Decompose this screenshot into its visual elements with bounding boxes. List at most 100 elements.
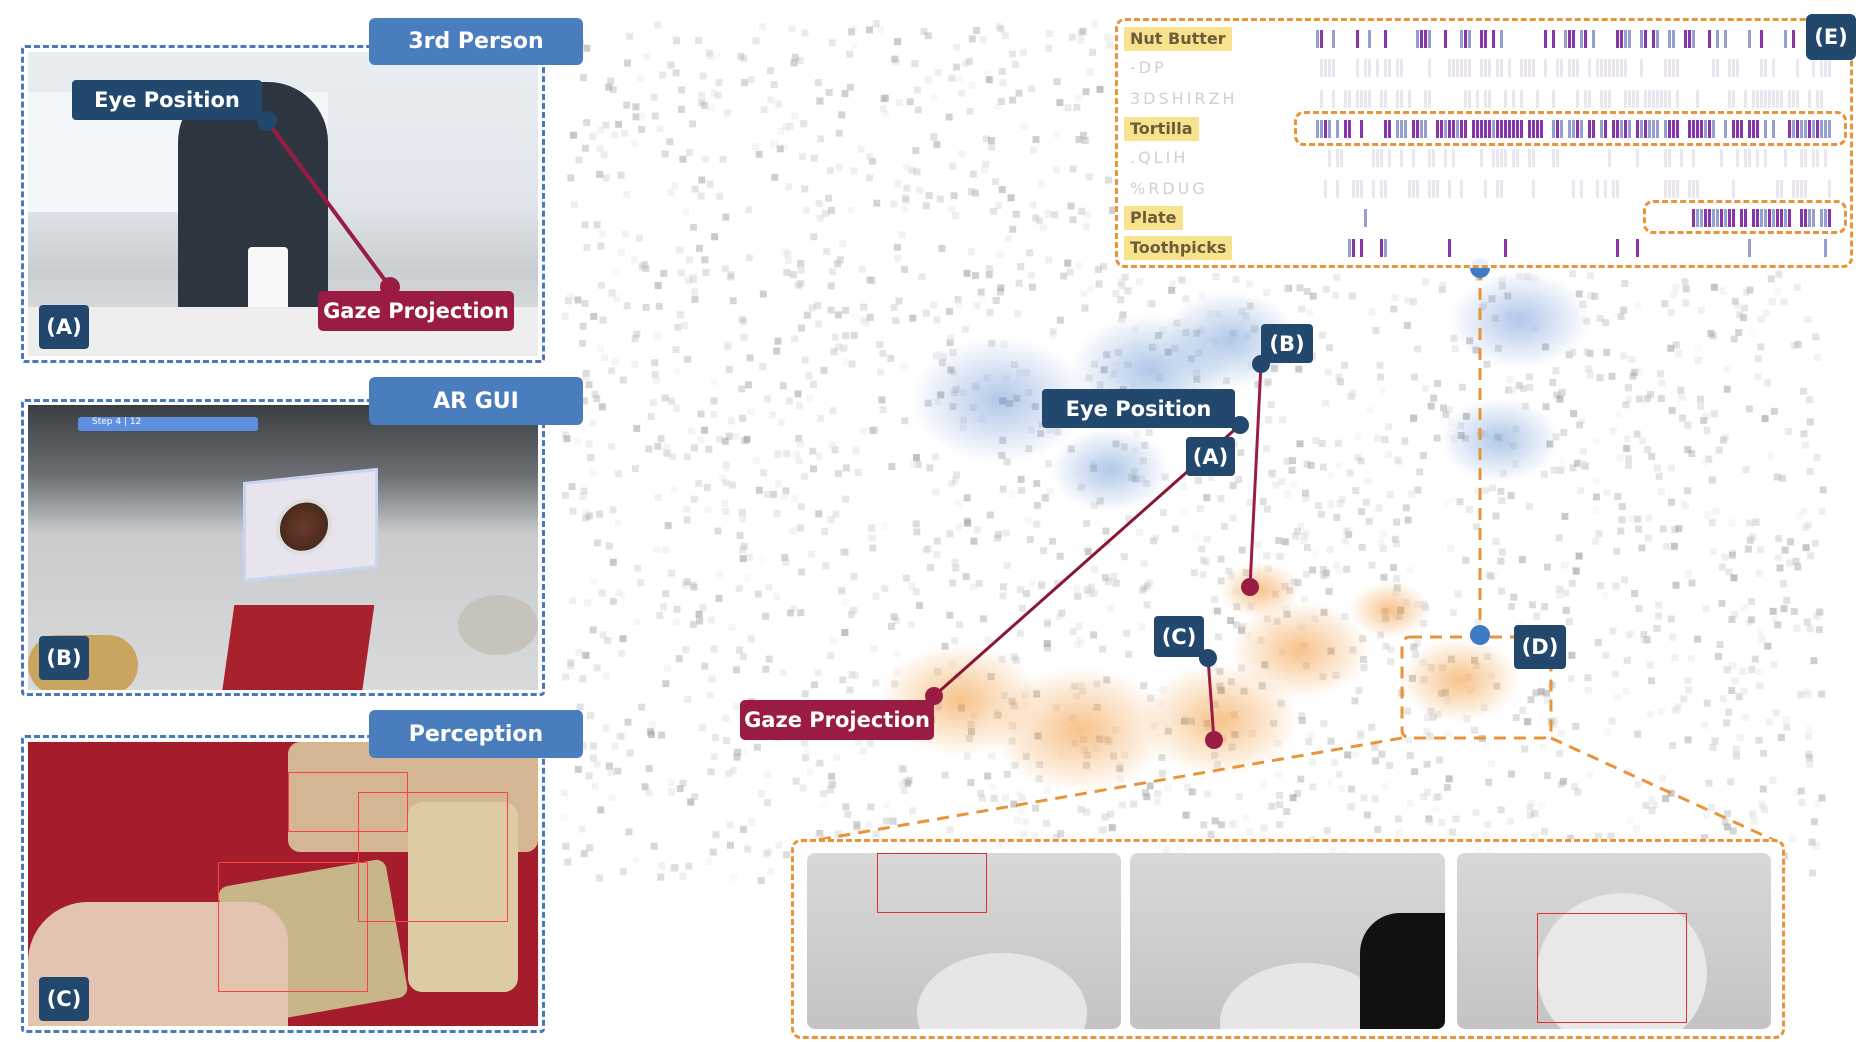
cloud-point	[922, 546, 930, 554]
cloud-point	[1192, 533, 1200, 541]
cloud-point	[1289, 481, 1297, 489]
cloud-point	[1798, 799, 1806, 807]
cloud-point	[820, 790, 828, 798]
cloud-point	[1647, 390, 1655, 398]
cloud-point	[797, 440, 805, 448]
cloud-point	[1615, 410, 1623, 418]
timeline-bar	[1800, 209, 1803, 227]
cloud-point	[1816, 608, 1824, 616]
timeline-bar	[1360, 180, 1363, 198]
cloud-point	[585, 772, 593, 780]
cloud-point	[1159, 508, 1167, 516]
cloud-point	[1178, 276, 1186, 284]
cloud-point	[1125, 650, 1133, 658]
timeline-bar	[1716, 30, 1719, 48]
cloud-point	[1099, 645, 1107, 653]
cloud-point	[1792, 789, 1800, 797]
cloud-point	[1512, 714, 1520, 722]
timeline-bar	[1412, 120, 1415, 138]
cloud-point	[1755, 736, 1763, 744]
cloud-point	[898, 780, 906, 788]
timeline-bar	[1676, 90, 1679, 108]
timeline-bar	[1676, 59, 1679, 77]
cloud-point	[1033, 501, 1041, 509]
cloud-point	[626, 749, 634, 757]
cloud-point	[782, 123, 790, 131]
cloud-point	[579, 675, 587, 683]
cloud-point	[684, 355, 692, 363]
cloud-point	[1009, 225, 1017, 233]
cloud-point	[1768, 297, 1776, 305]
timeline-bar	[1708, 120, 1711, 138]
cloud-point	[1275, 537, 1283, 545]
cloud-point	[611, 131, 619, 139]
cloud-point	[715, 435, 723, 443]
cloud-point	[744, 845, 752, 853]
cloud-point	[599, 230, 607, 238]
cloud-point	[1764, 642, 1772, 650]
timeline-badge: (E)	[1806, 14, 1856, 60]
cloud-point	[1358, 543, 1366, 551]
cloud-point	[784, 250, 792, 258]
cloud-point	[977, 288, 985, 296]
cloud-point	[956, 621, 964, 629]
cloud-point	[1379, 386, 1387, 394]
cloud-point	[597, 126, 605, 134]
cloud-point	[1395, 459, 1403, 467]
timeline-bar	[1532, 180, 1535, 198]
timeline-bar	[1468, 59, 1471, 77]
cloud-point	[1533, 612, 1541, 620]
cloud-point	[587, 454, 595, 462]
cloud-point	[1074, 592, 1082, 600]
cloud-point	[1358, 508, 1366, 516]
timeline-bar	[1532, 59, 1535, 77]
cloud-point	[583, 373, 591, 381]
cloud-point	[768, 411, 776, 419]
tortilla-highlight-box	[1294, 111, 1847, 146]
cloud-point	[1141, 789, 1149, 797]
cloud-point	[1220, 522, 1228, 530]
cloud-point	[1118, 282, 1126, 290]
cloud-point	[816, 759, 824, 767]
cloud-point	[1813, 453, 1821, 461]
gaze-heat-blue	[910, 337, 1090, 463]
timeline-bar	[1804, 209, 1807, 227]
cloud-point	[796, 402, 804, 410]
cloud-point	[1702, 412, 1710, 420]
cloud-point	[1324, 368, 1332, 376]
cloud-point	[776, 145, 784, 153]
timeline-bar	[1576, 59, 1579, 77]
cloud-point	[1602, 651, 1610, 659]
timeline-bar	[1668, 90, 1671, 108]
cloud-point	[1364, 477, 1372, 485]
cloud-point	[788, 25, 796, 33]
timeline-bar	[1788, 209, 1791, 227]
cloud-point	[1033, 520, 1041, 528]
cloud-point	[1671, 526, 1679, 534]
cloud-point	[631, 465, 639, 473]
cloud-point	[757, 876, 765, 884]
cloud-point	[1078, 640, 1086, 648]
cloud-point	[1783, 596, 1791, 604]
cloud-point	[1057, 830, 1065, 838]
timeline-bar	[1456, 59, 1459, 77]
cloud-point	[582, 508, 590, 516]
timeline-bar	[1576, 90, 1579, 108]
cloud-point	[795, 457, 803, 465]
cloud-point	[1667, 309, 1675, 317]
timeline-bar	[1796, 90, 1799, 108]
cloud-point	[1136, 528, 1144, 536]
cloud-point	[696, 617, 704, 625]
timeline-bar	[1536, 90, 1539, 108]
cloud-point	[1634, 730, 1642, 738]
cloud-point	[620, 129, 628, 137]
cloud-point	[602, 121, 610, 129]
cloud-point	[593, 760, 601, 768]
cloud-point	[1440, 404, 1448, 412]
timeline-bar	[1440, 120, 1443, 138]
timeline-bar	[1624, 120, 1627, 138]
timeline-bar	[1332, 90, 1335, 108]
cloud-point	[1806, 467, 1814, 475]
cloud-point	[792, 777, 800, 785]
cloud-point	[1555, 534, 1563, 542]
